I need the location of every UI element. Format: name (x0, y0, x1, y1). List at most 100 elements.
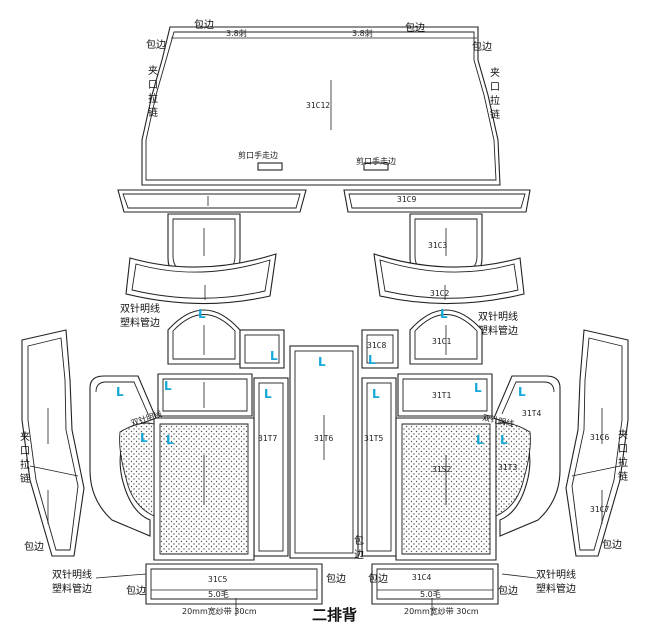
svg-text:链: 链 (20, 472, 30, 485)
svg-text:双针明线: 双针明线 (120, 302, 160, 315)
l-marker: L (500, 433, 508, 447)
band-label: 20mm宽纱带 30cm (182, 606, 257, 616)
part-code: 31C8 (367, 341, 386, 350)
svg-text:拉: 拉 (148, 92, 158, 105)
l-marker: L (476, 433, 484, 447)
part-code: 31C9 (397, 195, 416, 204)
piece-31c12 (141, 26, 501, 186)
zipper-label-top-right: 夹口 拉链 (490, 66, 500, 121)
l-marker: L (264, 387, 272, 401)
notch-edge-label: 剪口手走边 (238, 150, 278, 160)
binding-label: 包边 (194, 18, 214, 31)
part-code: 31C12 (306, 101, 330, 110)
piece-31t6 (289, 345, 359, 559)
l-marker: L (164, 379, 172, 393)
double-stitch-label-left: 双针明线 塑料管边 (120, 302, 160, 329)
double-stitch-label-bottom-left: 双针明线 塑料管边 (52, 568, 92, 595)
piece-31t4 (493, 375, 561, 537)
binding-label: 包边 (24, 540, 44, 553)
piece-31s2 (395, 417, 497, 561)
piece-31c1 (409, 309, 483, 365)
svg-text:塑料管边: 塑料管边 (120, 316, 160, 329)
svg-text:夹: 夹 (148, 64, 158, 77)
l-marker: L (166, 433, 174, 447)
part-code: 31C7 (590, 505, 609, 514)
double-stitch-label-bottom-right: 双针明线 塑料管边 (536, 568, 576, 595)
seam-allowance-label: 3.8刺 (226, 29, 247, 38)
part-code: 31T6 (314, 434, 333, 443)
part-code: 31T3 (498, 463, 517, 472)
svg-text:口: 口 (618, 444, 628, 455)
part-code: 31T7 (258, 434, 277, 443)
l-marker: L (116, 385, 124, 399)
seam-allowance-label: 5.0毛 (420, 589, 441, 599)
piece-small-left (239, 329, 285, 369)
svg-text:夹: 夹 (20, 430, 30, 443)
part-code: 31C1 (432, 337, 451, 346)
binding-label: 包边 (602, 538, 622, 551)
piece-crescent-left (125, 253, 277, 305)
seam-allowance-label: 5.0毛 (208, 589, 229, 599)
piece-wing-left (89, 375, 157, 537)
l-marker: L (518, 385, 526, 399)
piece-plate-left (157, 373, 253, 417)
svg-text:夹: 夹 (618, 428, 628, 441)
binding-label: 包边 (472, 40, 492, 53)
svg-text:拉: 拉 (618, 456, 628, 469)
svg-text:链: 链 (490, 108, 500, 121)
piece-31c6 (565, 329, 629, 557)
binding-label: 包边 (146, 38, 166, 51)
svg-text:包: 包 (354, 534, 364, 547)
piece-31t1 (397, 373, 493, 417)
l-marker: L (474, 381, 482, 395)
part-code: 31C5 (208, 575, 227, 584)
piece-31c4 (371, 563, 499, 605)
piece-31c2 (373, 253, 525, 305)
l-marker: L (270, 349, 278, 363)
svg-text:链: 链 (148, 106, 158, 119)
svg-text:边: 边 (354, 549, 364, 561)
strip-left (117, 189, 307, 213)
notch-edge-label: 剪口手走边 (356, 156, 396, 166)
piece-31t5 (361, 377, 397, 557)
l-marker: L (440, 307, 448, 321)
piece-31t7 (253, 377, 289, 557)
svg-text:双针明线: 双针明线 (478, 310, 518, 323)
piece-31c8 (361, 329, 399, 369)
svg-text:链: 链 (618, 470, 628, 483)
page-title: 二排背 (312, 606, 357, 624)
l-marker: L (372, 387, 380, 401)
l-marker: L (318, 355, 326, 369)
binding-label: 包边 (126, 584, 146, 597)
svg-text:夹: 夹 (490, 66, 500, 79)
binding-label-center: 包边 (354, 534, 364, 561)
svg-text:拉: 拉 (20, 458, 30, 471)
part-code: 31C2 (430, 289, 449, 298)
part-code: 31T4 (522, 409, 541, 418)
l-marker: L (198, 307, 206, 321)
svg-text:双针明线: 双针明线 (52, 568, 92, 581)
binding-label: 包边 (405, 21, 425, 34)
strip-31c9 (343, 189, 531, 213)
part-code: 31S2 (432, 465, 451, 474)
piece-dotted-left (153, 417, 255, 561)
l-marker: L (368, 353, 376, 367)
seam-allowance-label: 3.8刺 (352, 29, 373, 38)
part-code: 31C4 (412, 573, 431, 582)
binding-label: 包边 (368, 572, 388, 585)
part-code: 31C6 (590, 433, 609, 442)
double-stitch-label-right: 双针明线 塑料管边 (478, 310, 518, 337)
piece-side-left (21, 329, 85, 557)
band-label: 20mm宽纱带 30cm (404, 606, 479, 616)
svg-text:塑料管边: 塑料管边 (536, 582, 576, 595)
svg-text:拉: 拉 (490, 94, 500, 107)
svg-text:口: 口 (148, 80, 158, 91)
binding-label: 包边 (326, 572, 346, 585)
binding-label: 包边 (498, 584, 518, 597)
part-code: 31C3 (428, 241, 447, 250)
svg-text:口: 口 (490, 82, 500, 93)
svg-text:口: 口 (20, 446, 30, 457)
svg-text:双针明线: 双针明线 (536, 568, 576, 581)
